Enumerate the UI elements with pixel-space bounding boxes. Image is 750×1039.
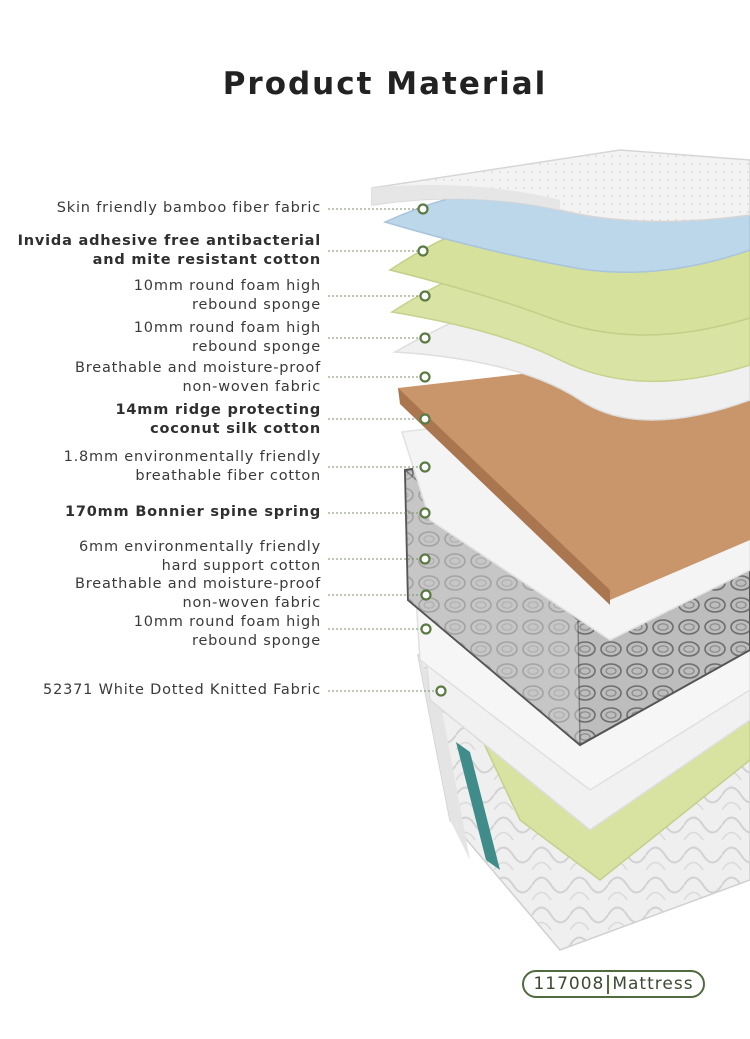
layer-label-foam-bottom: 10mm round foam high rebound sponge xyxy=(134,613,321,651)
layer-label-line: hard support cotton xyxy=(161,558,321,574)
page-title: Product Material xyxy=(222,66,548,102)
layer-label-line: 1.8mm environmentally friendly xyxy=(63,449,321,465)
layer-label-line: 10mm round foam high xyxy=(133,278,321,294)
layer-label-line: 170mm Bonnier spine spring xyxy=(64,504,321,520)
pointer-dot-icon xyxy=(417,245,429,257)
product-model-badge: 117008 Mattress xyxy=(522,970,705,998)
pointer-dot-icon xyxy=(420,623,432,635)
layer-label-antibacterial-cotton: Invida adhesive free antibacterial and m… xyxy=(18,232,321,270)
layer-label-foam-2: 10mm round foam high rebound sponge xyxy=(134,319,321,357)
layer-label-line: rebound sponge xyxy=(192,339,321,355)
model-number: 117008 xyxy=(533,974,605,994)
layer-label-line: Skin friendly bamboo fiber fabric xyxy=(56,200,321,216)
layer-label-line: Invida adhesive free antibacterial xyxy=(17,233,321,249)
layer-label-line: rebound sponge xyxy=(192,297,321,313)
pointer-dots xyxy=(417,203,447,697)
layer-label-spine-spring: 170mm Bonnier spine spring xyxy=(65,503,321,522)
layer-label-fiber-cotton: 1.8mm environmentally friendly breathabl… xyxy=(64,448,321,486)
pointer-dot-icon xyxy=(419,507,431,519)
product-name: Mattress xyxy=(612,974,694,994)
layer-label-line: rebound sponge xyxy=(192,633,321,649)
pointer-dot-icon xyxy=(435,685,447,697)
layer-label-foam-1: 10mm round foam high rebound sponge xyxy=(134,277,321,315)
layer-label-line: Breathable and moisture-proof xyxy=(75,576,321,592)
pointer-dot-icon xyxy=(419,461,431,473)
layer-label-non-woven-lower: Breathable and moisture-proof non-woven … xyxy=(75,575,321,613)
layer-label-line: 6mm environmentally friendly xyxy=(79,539,321,555)
layer-label-knitted-fabric: 52371 White Dotted Knitted Fabric xyxy=(43,681,321,700)
badge-divider xyxy=(607,974,610,994)
layer-label-line: 14mm ridge protecting xyxy=(115,402,321,418)
pointer-dot-icon xyxy=(420,589,432,601)
pointer-dot-icon xyxy=(419,290,431,302)
layer-label-line: 52371 White Dotted Knitted Fabric xyxy=(43,682,321,698)
layer-label-line: non-woven fabric xyxy=(182,379,321,395)
layer-label-line: non-woven fabric xyxy=(182,595,321,611)
layer-label-line: 10mm round foam high xyxy=(133,320,321,336)
layer-label-hard-support-cotton: 6mm environmentally friendly hard suppor… xyxy=(79,538,321,576)
pointer-dot-icon xyxy=(419,553,431,565)
layer-label-bamboo-fabric: Skin friendly bamboo fiber fabric xyxy=(57,199,321,218)
pointer-dot-icon xyxy=(419,332,431,344)
pointer-dot-icon xyxy=(419,413,431,425)
layer-label-non-woven-upper: Breathable and moisture-proof non-woven … xyxy=(75,359,321,397)
bamboo-fabric-top-shape xyxy=(371,149,750,223)
layer-label-coconut-silk: 14mm ridge protecting coconut silk cotto… xyxy=(116,401,321,439)
layer-label-line: and mite resistant cotton xyxy=(92,252,321,268)
layer-label-line: 10mm round foam high xyxy=(133,614,321,630)
layer-label-line: breathable fiber cotton xyxy=(135,468,321,484)
layer-label-line: Breathable and moisture-proof xyxy=(75,360,321,376)
leader-lines xyxy=(328,208,440,692)
layer-label-line: coconut silk cotton xyxy=(150,421,321,437)
pointer-dot-icon xyxy=(417,203,429,215)
pointer-dot-icon xyxy=(419,371,431,383)
